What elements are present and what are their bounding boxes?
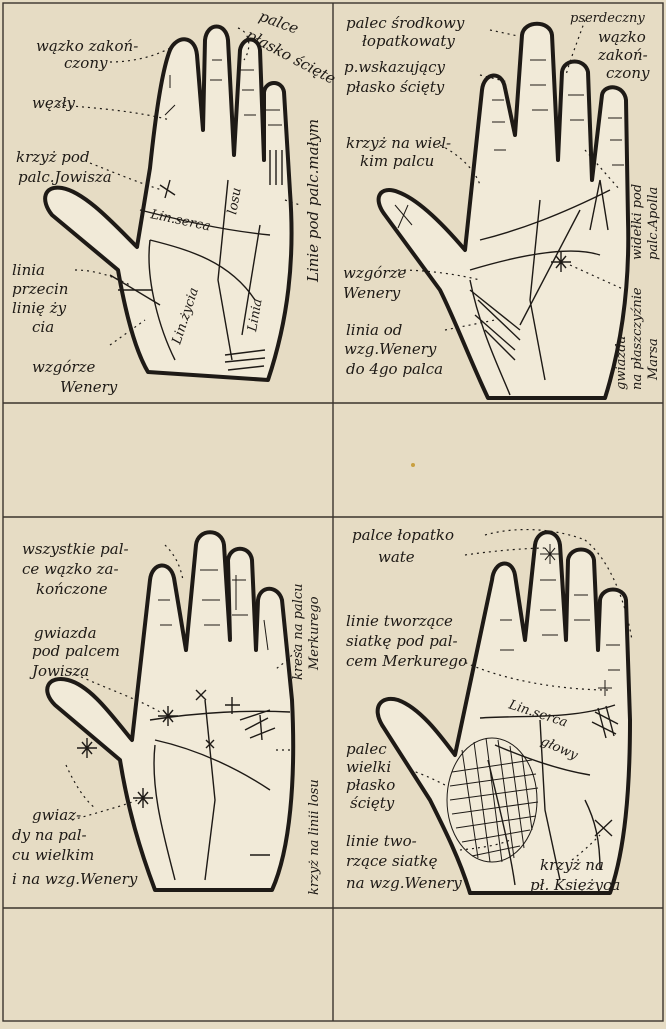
label-p2-a2: łopatkowaty: [362, 32, 455, 50]
label-p1-f2: Wenery: [60, 378, 118, 396]
label-p2-b2: wązko: [598, 28, 646, 46]
label-p1-g: Linie pod palc.małym: [304, 119, 322, 283]
label-p2-e1: wzgórze: [343, 264, 406, 282]
label-p2-e2: Wenery: [343, 284, 401, 302]
label-p2-f3: do 4go palca: [346, 360, 443, 378]
label-p2-d1: krzyż na wiel-: [346, 134, 451, 152]
label-p3-b1: gwiazda: [34, 624, 97, 642]
label-p4-c1: palec: [346, 740, 387, 758]
label-p1-e2: przecin: [12, 280, 68, 298]
paper-stain: [411, 463, 415, 467]
panel-2: palec środkowy łopatkowaty pserdeczny wą…: [343, 11, 661, 398]
label-p4-d2: rzące siatkę: [346, 852, 438, 870]
label-p4-a2: wate: [378, 548, 415, 566]
label-p3-c1: kresa na palcu: [291, 584, 306, 680]
label-p2-b4: czony: [606, 64, 650, 82]
label-p3-e3: cu wielkim: [12, 846, 94, 864]
label-p3-b2: pod palcem: [32, 642, 120, 660]
label-p1-f1: wzgórze: [32, 358, 95, 376]
label-p2-f2: wzg.Wenery: [344, 340, 437, 358]
label-p4-c4: ścięty: [350, 794, 395, 812]
label-p2-g2: palc.Apolla: [646, 187, 661, 260]
label-p4-c3: płasko: [346, 776, 395, 794]
label-p4-e1: krzyż na: [540, 856, 604, 874]
label-p3-a1: wszystkie pal-: [22, 540, 129, 558]
label-p2-h1: gwiazda: [614, 336, 629, 390]
label-p3-a2: ce wązko za-: [22, 560, 119, 578]
label-p3-d: krzyż na linii losu: [307, 779, 322, 895]
panel-1: wązko zakoń- czony palce płasko ścięte w…: [12, 7, 339, 396]
label-p2-g1: widełki pod: [630, 184, 645, 260]
label-p4-b2: siatkę pod pal-: [346, 632, 458, 650]
label-p3-a3: kończone: [36, 580, 108, 598]
label-p3-e1: gwiaz-: [32, 806, 81, 824]
label-p2-b3: zakoń-: [597, 46, 648, 64]
label-p2-a1: palec środkowy: [346, 14, 465, 32]
label-p1-a2: czony: [64, 54, 108, 72]
label-p2-h2: na płaszczyźnie: [630, 287, 645, 390]
label-p1-e1: linia: [12, 261, 45, 279]
label-p3-e2: dy na pal-: [12, 826, 87, 844]
label-p1-d1: krzyż pod: [16, 148, 90, 166]
label-p4-d1: linie two-: [346, 832, 417, 850]
label-p1-a1: wązko zakoń-: [36, 37, 138, 55]
panel-4: palce łopatko wate linie tworzące siatkę…: [346, 526, 632, 894]
label-p2-f1: linia od: [346, 321, 402, 339]
label-p4-a1: palce łopatko: [352, 526, 454, 544]
label-p3-b3: Jowisza: [29, 662, 89, 680]
label-p1-d2: palc.Jowisza: [18, 168, 112, 186]
label-p4-c2: wielki: [346, 758, 391, 776]
label-p3-c2: Merkurego: [307, 596, 322, 671]
label-p1-c: węzły: [32, 94, 75, 112]
label-p4-d3: na wzg.Wenery: [346, 874, 462, 892]
panel-3: wszystkie pal- ce wązko za- kończone gwi…: [12, 532, 322, 895]
label-p4-b3: cem Merkurego: [346, 652, 467, 670]
label-p2-c1: p.wskazujący: [344, 58, 445, 76]
label-p2-b1: pserdeczny: [570, 11, 645, 26]
label-p4-b1: linie tworzące: [346, 612, 453, 630]
label-p1-e4: cia: [32, 318, 54, 336]
label-p3-e4: i na wzg.Wenery: [12, 870, 138, 888]
label-p2-h3: Marsa: [646, 338, 661, 381]
label-p4-e2: pł. Księżyca: [530, 876, 620, 894]
label-p2-c2: płasko ścięty: [346, 78, 445, 96]
label-p1-e3: linię ży: [12, 299, 67, 317]
label-p2-d2: kim palcu: [360, 152, 434, 170]
